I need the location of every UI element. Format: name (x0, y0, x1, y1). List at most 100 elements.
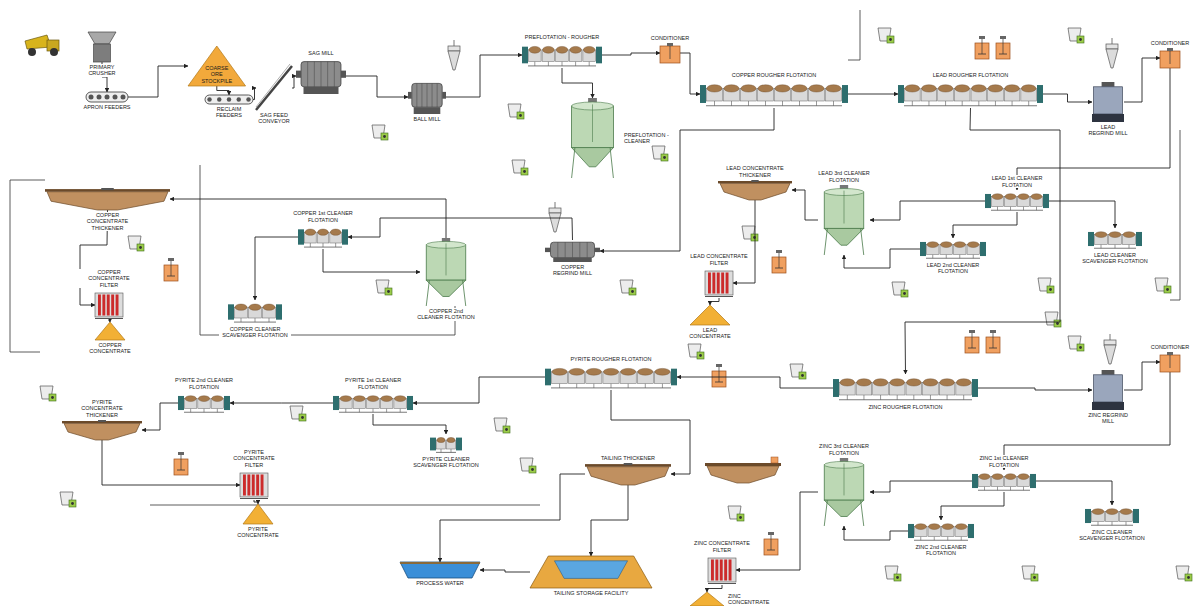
equipment-label: ZINC CONCENTRATE (727, 593, 779, 606)
flotation-column-node: ZINC 3rd CLEANER FLOTATION (818, 458, 870, 526)
thickener-icon-part (587, 467, 669, 485)
flotation-cells-icon-part (1036, 207, 1037, 211)
feeder-icon-part (207, 97, 212, 102)
flotation-cells-icon-part (913, 395, 914, 400)
flotation-column-node: COPPER 2nd CLEANER FLOTATION (420, 238, 472, 306)
haul-truck-part (28, 48, 36, 56)
flotation-cells-icon-part (1021, 85, 1036, 92)
flotation-cells-icon-part (897, 395, 898, 400)
grinding-mill-icon-part (327, 62, 328, 87)
flotation-cells-icon-part (995, 101, 996, 106)
flotation-cells-icon-part (645, 384, 646, 388)
flotation-cells-icon-part (342, 229, 348, 244)
flotation-cells-icon-part (782, 101, 783, 106)
flotation-cells-icon-part (914, 540, 968, 541)
grinding-mill-icon (296, 58, 346, 94)
flotation-cells-icon-part (1101, 245, 1102, 249)
flotation-cells-icon-part (842, 85, 848, 103)
grinding-mill-icon-part (432, 83, 433, 107)
flotation-cells-icon-part (959, 255, 960, 259)
flotation-cells-node: PREFLOTATION - ROUGHER (522, 42, 602, 68)
flotation-cells-node: ZINC 2nd CLEANER FLOTATION (908, 520, 974, 542)
flotation-column-icon (818, 458, 870, 526)
flow-line (446, 55, 522, 97)
flotation-cells-icon-part (1028, 101, 1029, 106)
flotation-cells-node: COPPER CLEANER SCAVENGER FLOTATION (228, 300, 282, 324)
flotation-cells-icon (700, 80, 848, 108)
flotation-cells-icon-part (178, 396, 184, 410)
flotation-cells-icon-part (1043, 194, 1049, 208)
conditioner-tank-icon (1160, 352, 1180, 372)
flotation-cells-icon-part (593, 384, 594, 388)
pumps-part (885, 566, 901, 581)
thickener-icon-part (101, 188, 114, 190)
flotation-cells-icon-part (298, 229, 304, 244)
flotation-cells-icon-part (956, 379, 971, 386)
equipment-label: RECLAIM FEEDERS (213, 106, 245, 119)
flotation-cells-icon-part (923, 379, 938, 386)
grinding-mill-icon-part (551, 242, 595, 257)
flotation-cells-icon-part (973, 255, 974, 259)
zinc-thickener-part (707, 466, 779, 483)
flotation-cells-icon-part (534, 62, 535, 66)
flotation-cells-icon-part (381, 396, 393, 402)
filter-press-icon (240, 470, 268, 500)
flow-line (870, 201, 985, 220)
regrind-mill-node: LEAD REGRIND MILL (1092, 82, 1124, 122)
flotation-cells-node: ZINC CLEANER SCAVENGER FLOTATION (1085, 505, 1139, 527)
flotation-cells-icon-part (628, 384, 629, 388)
flow-line (680, 53, 700, 94)
feeder-icon-part (113, 95, 118, 100)
equipment-label: PYRITE CONCENTRATE (232, 526, 284, 539)
flow-line (905, 108, 1060, 374)
grinding-mill-icon-part (565, 242, 566, 257)
filter-press-icon-part (240, 473, 268, 497)
concentrate-pile-node: COPPER CONCENTRATE (95, 322, 125, 340)
pumps-part (1022, 566, 1038, 581)
flotation-cells-node: COPPER 1st CLEANER FLOTATION (298, 225, 348, 249)
tanks-part (174, 452, 188, 475)
tanks-part (764, 532, 778, 555)
flotation-cells-icon-part (707, 85, 722, 92)
flotation-cells-icon-part (586, 368, 601, 375)
flotation-cells-icon-part (522, 47, 528, 64)
flotation-cells-icon-part (269, 318, 270, 322)
grinding-mill-icon-part (307, 62, 308, 87)
flotation-cells-icon-part (907, 379, 922, 386)
flotation-cells-icon-part (961, 537, 962, 541)
water-pond-icon-part (400, 562, 480, 578)
pumps-part (508, 104, 524, 119)
conditioner-tank-icon (1160, 48, 1180, 68)
cyclones-part (1104, 334, 1116, 364)
equipment-label: ZINC 1st CLEANER FLOTATION (968, 455, 1040, 468)
equipment-label: TAILING THICKENER (600, 455, 656, 461)
flotation-cells-icon (908, 520, 974, 542)
flotation-cells-icon-part (367, 396, 379, 402)
flotation-cells-icon-part (407, 396, 413, 410)
flotation-column-icon-part (426, 280, 466, 296)
regrind-mill-icon-part (1094, 87, 1123, 114)
cyclones-part (549, 202, 561, 232)
flotation-cells-icon-part (880, 395, 881, 400)
conditioner-tank-node: CONDITIONER (660, 43, 680, 63)
flotation-cells-icon-part (947, 537, 948, 541)
zinc-thickener-part (705, 463, 781, 466)
filter-press-icon-part (729, 560, 732, 581)
thickener-icon (718, 180, 792, 200)
concentrate-pile-icon-part (95, 322, 125, 340)
flotation-cells-icon-part (714, 101, 715, 106)
flotation-cells-icon-part (1010, 207, 1011, 211)
flotation-cells-icon-part (1012, 101, 1013, 106)
pumps-part (620, 280, 636, 295)
grinding-mill-icon-part (412, 83, 442, 107)
pumps-part (1176, 566, 1192, 581)
concentrate-pile-node: LEAD CONCENTRATE (690, 305, 730, 325)
flotation-column-icon (565, 98, 620, 178)
equipment-label: ZINC 3rd CLEANER FLOTATION (813, 443, 875, 456)
flotation-cells-icon-part (741, 85, 756, 92)
concentrate-pile-icon-part (690, 592, 724, 606)
equipment-label: LEAD 2nd CLEANER FLOTATION (917, 262, 989, 275)
flotation-cells-icon-part (1010, 487, 1011, 491)
flotation-cells-icon (298, 225, 348, 249)
flotation-cells-icon-part (323, 243, 324, 247)
